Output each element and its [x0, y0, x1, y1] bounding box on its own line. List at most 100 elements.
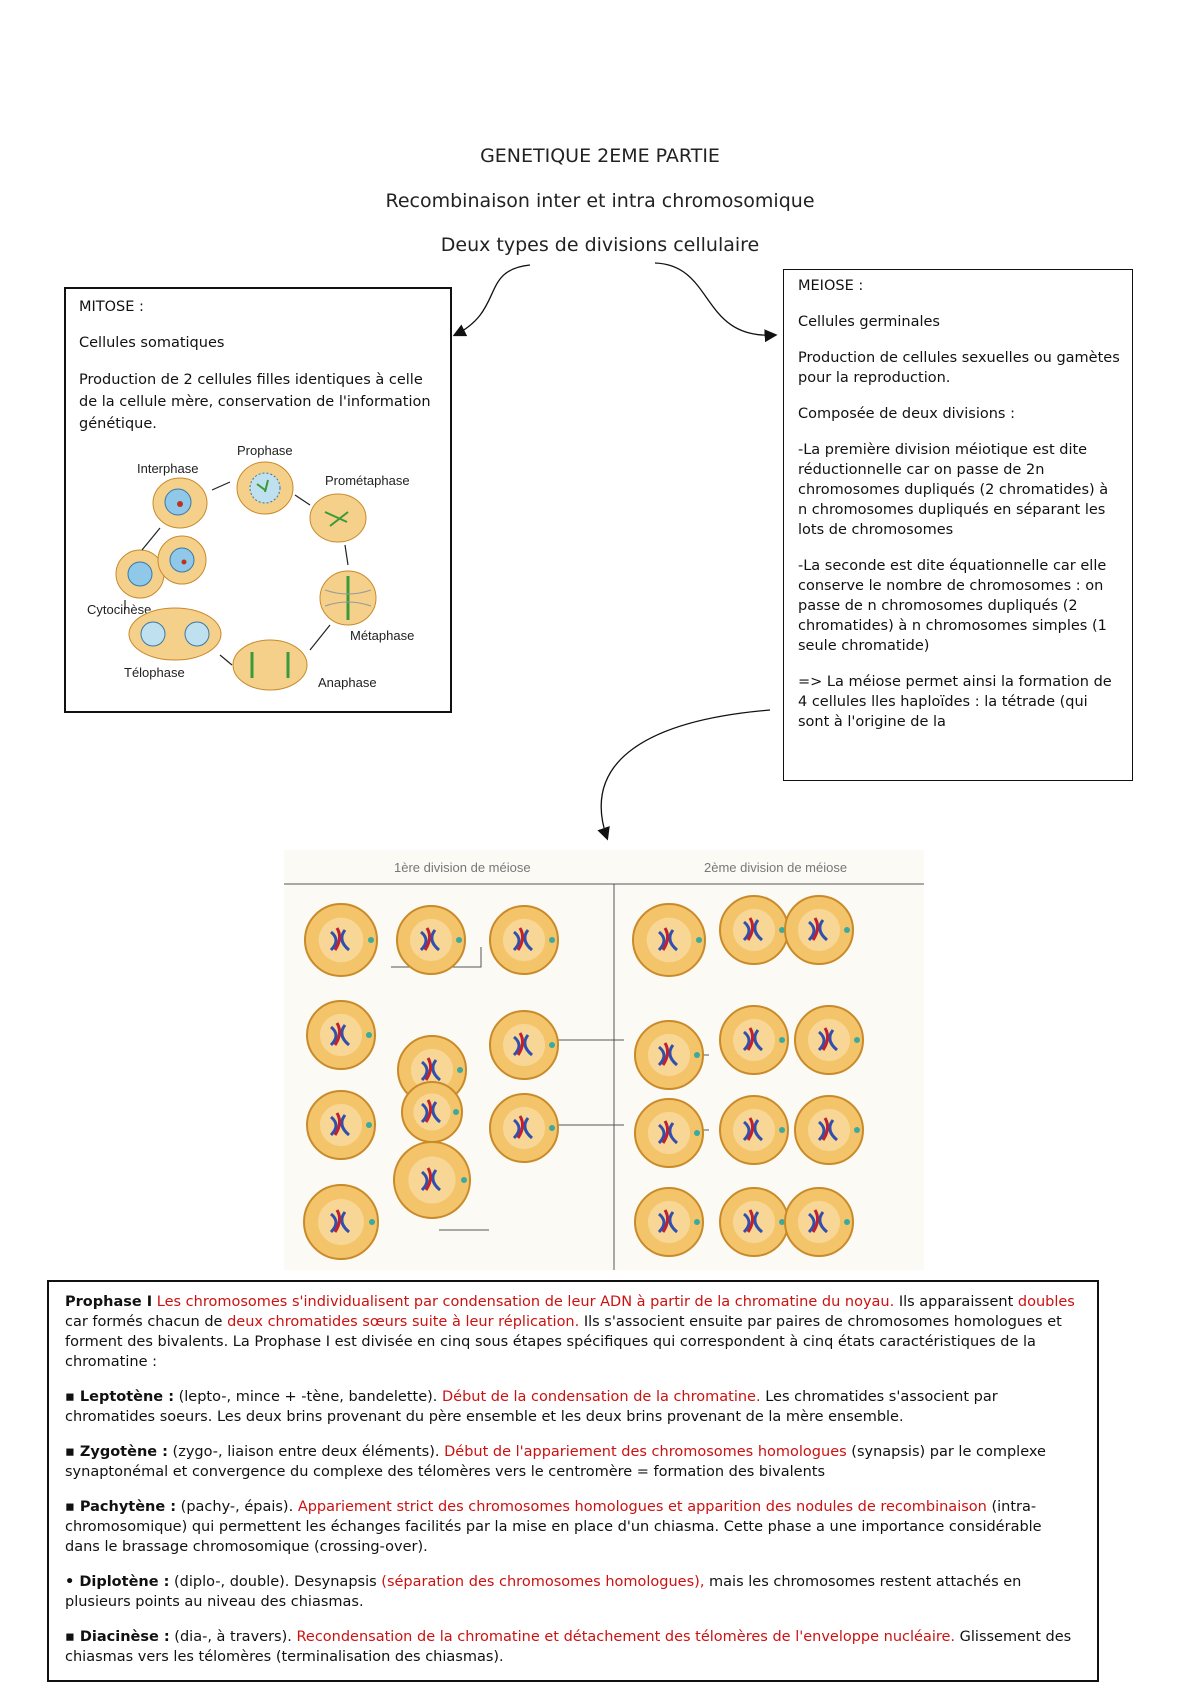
chromosome-blue [807, 919, 828, 942]
connector-arrows [452, 262, 778, 841]
meiose-box: MEIOSE : Cellules germinales Production … [783, 269, 1133, 781]
chromosome-red [661, 1042, 670, 1066]
chromosome-blue [742, 1211, 763, 1234]
chromosome-blue [742, 919, 763, 942]
label-first-division: 1ère division de méiose [394, 860, 531, 875]
zygotene-name: ▪ Zygotène : [65, 1444, 168, 1460]
chromosome-blue [742, 1029, 763, 1052]
pachytene-t2: (intra-chromosomique) qui permettent les… [65, 1499, 1042, 1555]
chromosome-red [333, 1209, 342, 1233]
cell-anaphase [232, 639, 308, 691]
page-subtitle: Recombinaison inter et intra chromosomiq… [385, 190, 815, 212]
leptotene-name: ▪ Leptotène : [65, 1389, 174, 1405]
mitosis-cycle-figure: Interphase Prophase Prométaphase Métapha… [87, 443, 414, 691]
pachytene-item: ▪ Pachytène : (pachy-, épais). Apparieme… [65, 1497, 1081, 1557]
label-prophase: Prophase [237, 443, 293, 458]
chromosome-blue [817, 1119, 838, 1142]
chromosome-blue [657, 1044, 678, 1067]
leptotene-item: ▪ Leptotène : (lepto-, mince + -tène, ba… [65, 1387, 1081, 1427]
chromosome-red [811, 917, 820, 941]
meiosis-figure: 1ère division de méiose 2ème division de… [284, 850, 924, 1270]
centrosome [453, 1109, 459, 1115]
chromosome-red [333, 1112, 342, 1136]
label-telophase: Télophase [124, 665, 185, 680]
zygotene-item: ▪ Zygotène : (zygo-, liaison entre deux … [65, 1442, 1081, 1482]
label-metaphase: Métaphase [350, 628, 414, 643]
pachytene-name: ▪ Pachytène : [65, 1499, 177, 1515]
centrosome [549, 1125, 555, 1131]
cell-cytocinese [115, 535, 207, 599]
meiose-cells: Cellules germinales [798, 314, 940, 330]
diplotene-red: (séparation des chromosomes homologues), [381, 1574, 705, 1590]
chromosome-red [333, 1022, 342, 1046]
arrow-to-figure [597, 709, 771, 841]
meiose-first-division: -La première division méiotique est dite… [798, 442, 1109, 538]
centrosome [366, 1122, 372, 1128]
centrosome [844, 927, 850, 933]
chromosome-red [424, 1099, 433, 1123]
chromosome-red [516, 1032, 525, 1056]
prophase-intro-red1: Les chromosomes s'individualisent par co… [156, 1294, 895, 1310]
chromosome-blue [420, 1169, 441, 1192]
meiose-conclusion: => La méiose permet ainsi la formation d… [798, 674, 1112, 730]
chromosome-red [746, 1117, 755, 1141]
prophase-intro-red3: deux chromatides sœurs suite à leur répl… [227, 1314, 580, 1330]
mitose-description: Production de 2 cellules filles identiqu… [79, 372, 431, 432]
chromosome-red [746, 917, 755, 941]
label-second-division: 2ème division de méiose [704, 860, 847, 875]
zygotene-t1: (zygo-, liaison entre deux éléments). [167, 1444, 445, 1460]
chromosome-red [746, 1209, 755, 1233]
label-interphase: Interphase [137, 461, 198, 476]
cell-metaphase [319, 570, 377, 626]
zygotene-t2: (synapsis) par le complexe synaptonémal … [65, 1444, 1046, 1480]
chromosome-blue [817, 1029, 838, 1052]
centrosome [456, 937, 462, 943]
centrosome [779, 927, 785, 933]
chromosome-red [423, 927, 432, 951]
chromosome-red [811, 1209, 820, 1233]
prophase-intro-t2: car formés chacun de [65, 1314, 228, 1330]
chromosome-red [424, 1057, 433, 1081]
prophase-box: Prophase I Les chromosomes s'individuali… [47, 1280, 1099, 1682]
diplotene-t2: mais les chromosomes restent attachés en… [65, 1574, 1022, 1610]
leptotene-red: Début de la condensation de la chromatin… [442, 1389, 761, 1405]
diacinese-red: Recondensation de la chromatine et détac… [296, 1629, 956, 1645]
centrosome [549, 937, 555, 943]
chromosome-blue [419, 929, 440, 952]
centrosome [696, 937, 702, 943]
centrosome [366, 1032, 372, 1038]
chromosome-red [661, 1120, 670, 1144]
diplotene-name: • Diplotène : [65, 1574, 170, 1590]
label-anaphase: Anaphase [318, 675, 377, 690]
leptotene-t2: Les chromatides s'associent par chromati… [65, 1389, 998, 1425]
chromosome-blue [657, 1122, 678, 1145]
centrosome [549, 1042, 555, 1048]
pachytene-t1: (pachy-, épais). [176, 1499, 298, 1515]
centrosome [844, 1219, 850, 1225]
prophase-intro-t3: Ils s'associent ensuite par paires de ch… [65, 1314, 1062, 1370]
prophase-intro-title: Prophase I [65, 1294, 153, 1310]
centrosome [779, 1219, 785, 1225]
centrosome [779, 1037, 785, 1043]
chromosome-blue [657, 929, 678, 952]
cell-interphase [152, 477, 208, 529]
centrosome [854, 1037, 860, 1043]
chromosome-blue [657, 1211, 678, 1234]
mitose-cells: Cellules somatiques [79, 335, 225, 351]
centrosome [854, 1127, 860, 1133]
chromosome-blue [512, 929, 533, 952]
centrosome [457, 1067, 463, 1073]
centrosome [694, 1052, 700, 1058]
chromosome-red [661, 927, 670, 951]
diacinese-t1: (dia-, à travers). [169, 1629, 297, 1645]
chromosome-blue [420, 1059, 441, 1082]
chromosome-blue [512, 1034, 533, 1057]
diplotene-item: • Diplotène : (diplo-, double). Desynaps… [65, 1572, 1081, 1612]
arrow-to-mitose [452, 264, 531, 337]
diacinese-name: ▪ Diacinèse : [65, 1629, 170, 1645]
mitose-heading: MITOSE : [79, 299, 144, 315]
diplotene-t1: (diplo-, double). Desynapsis [169, 1574, 382, 1590]
chromosome-red [333, 927, 342, 951]
cell-prometaphase [309, 493, 367, 543]
pachytene-red: Appariement strict des chromosomes homol… [297, 1499, 987, 1515]
